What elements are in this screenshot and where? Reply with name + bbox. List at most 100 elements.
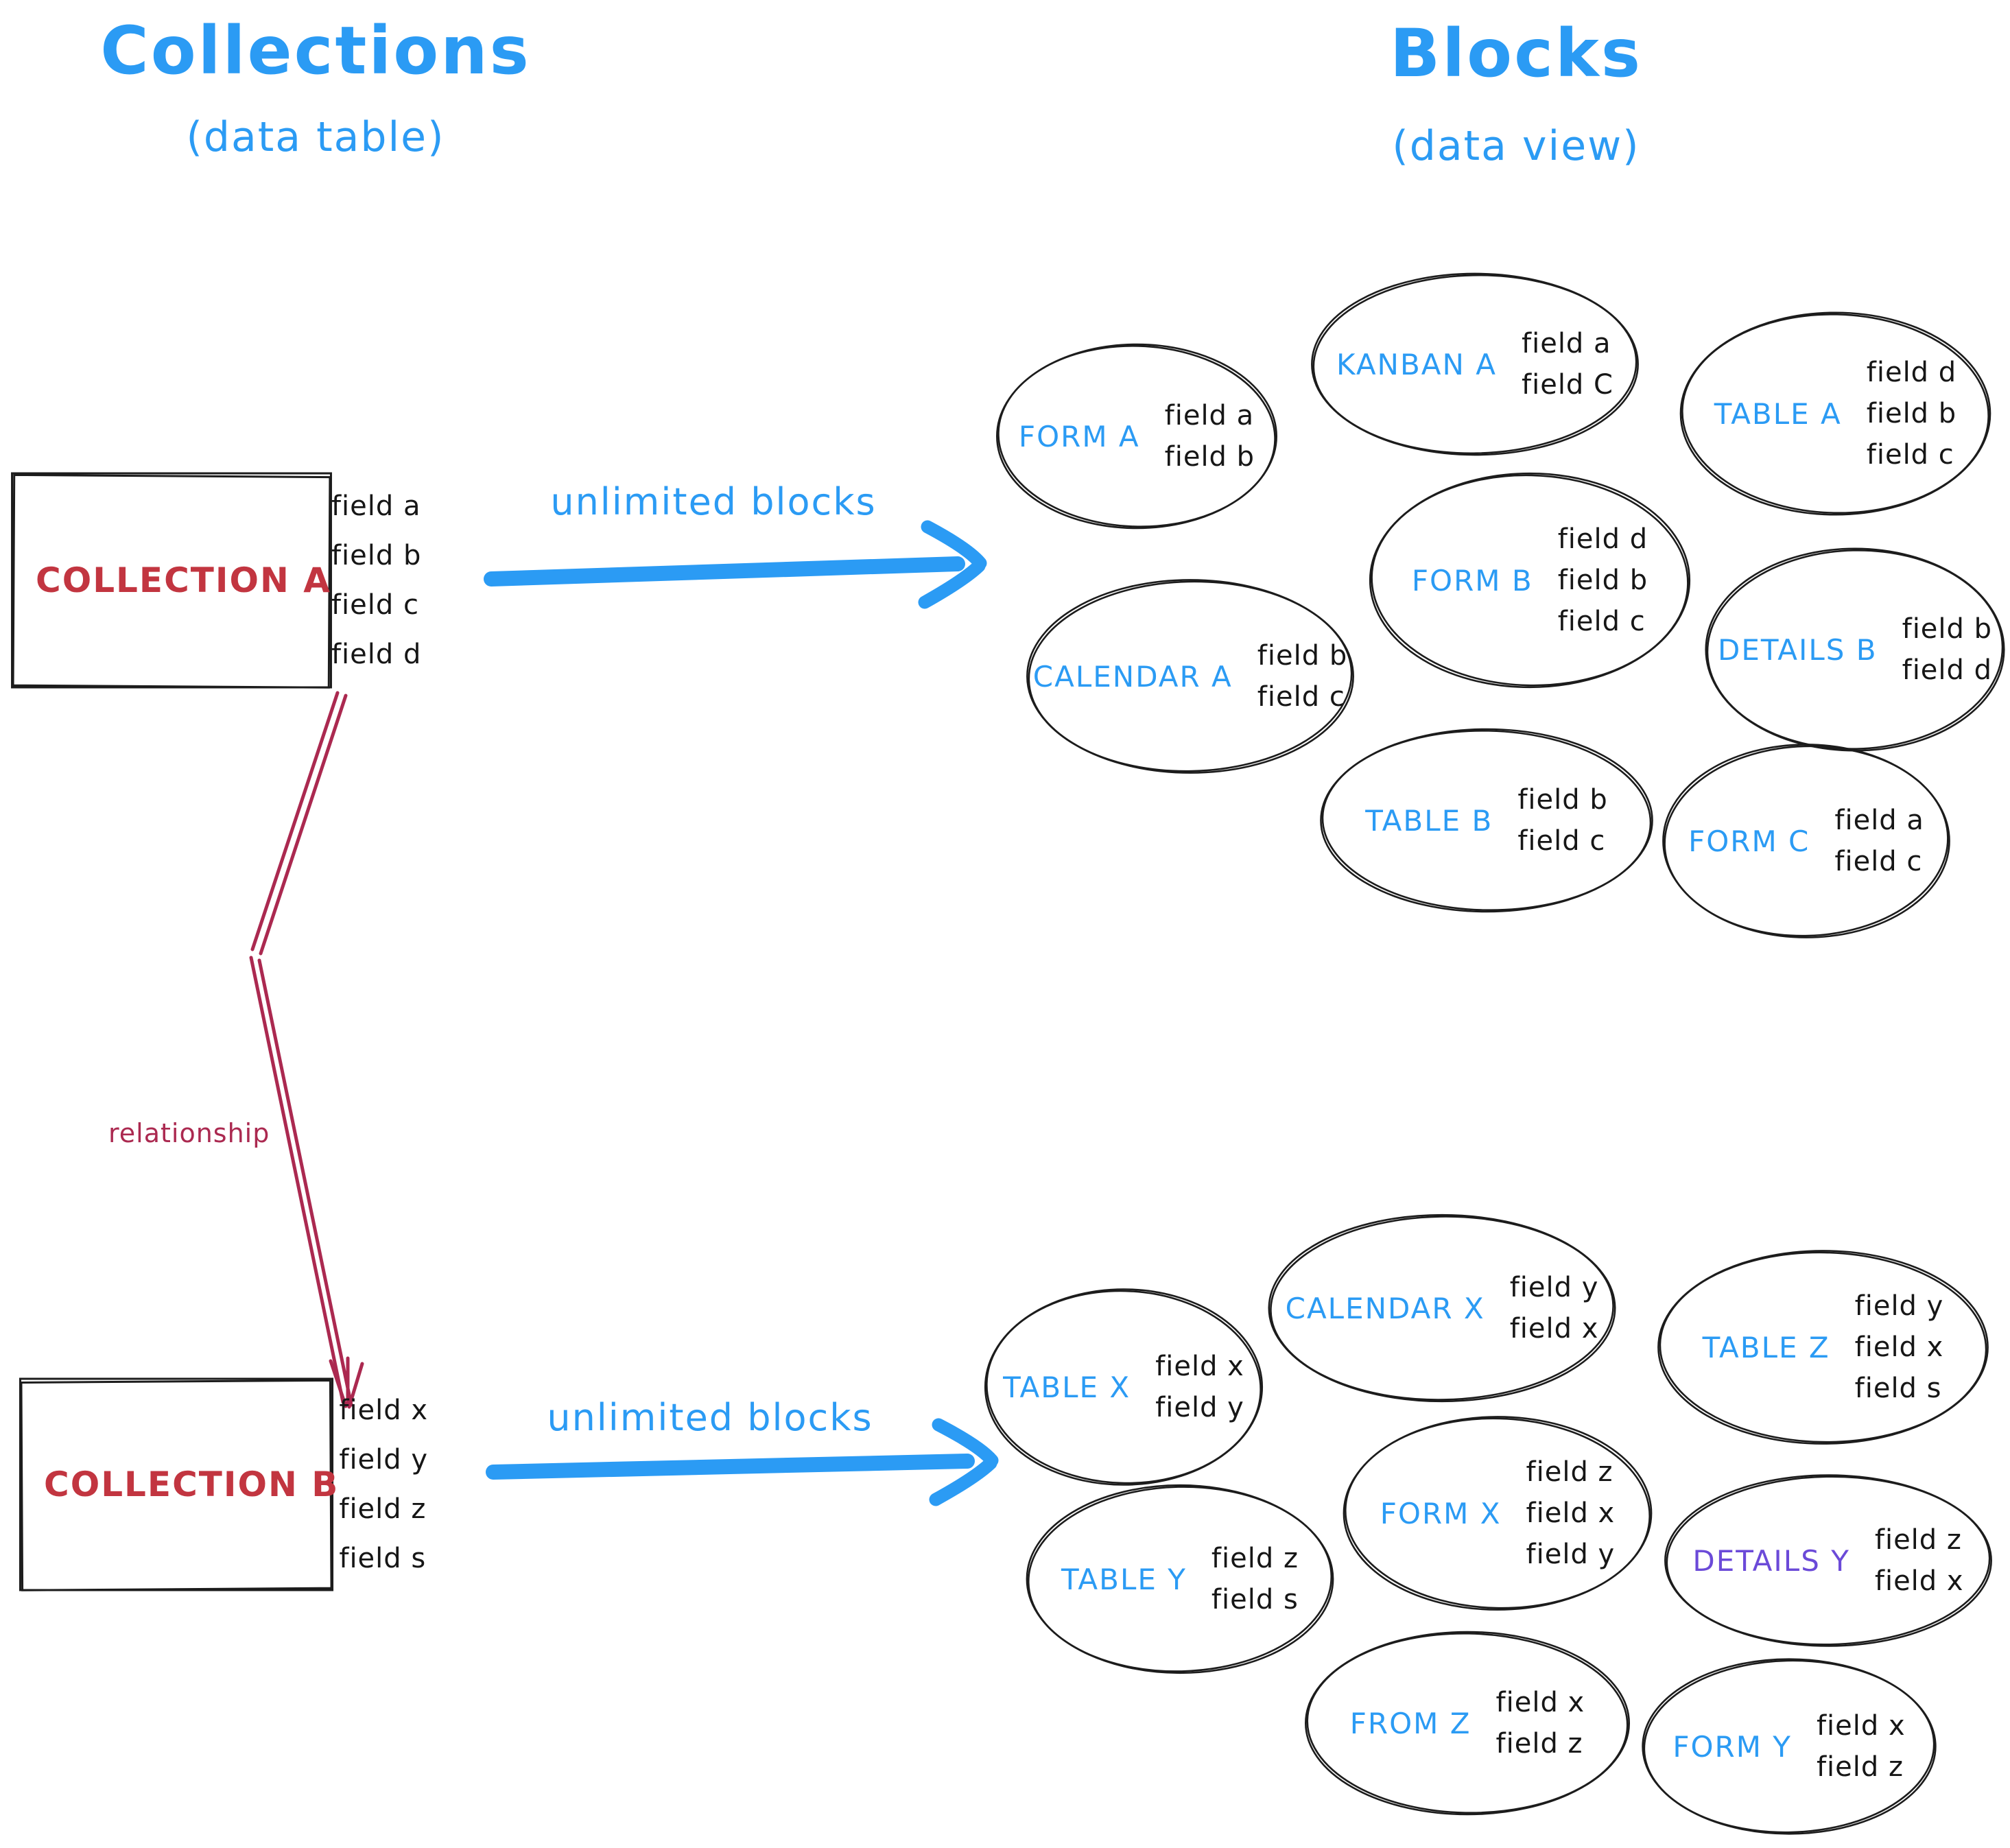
block-fields: field z field x: [1875, 1524, 1964, 1597]
block-label: TABLE Y: [1061, 1562, 1187, 1596]
collections-subtitle: (data table): [186, 113, 445, 161]
block-fields: field b field c: [1517, 784, 1607, 857]
block-field: field z: [1211, 1543, 1299, 1574]
block-field: field c: [1834, 846, 1923, 877]
ellipse-outline: [1365, 468, 1694, 693]
block-field: field x: [1874, 1565, 1964, 1597]
block-field: field d: [1557, 523, 1648, 555]
block-details-b: DETAILS B field b field d: [1701, 543, 2009, 756]
block-field: field a: [1164, 400, 1255, 431]
block-fields: field x field z: [1496, 1687, 1585, 1760]
block-label: FORM A: [1018, 419, 1140, 453]
ellipse-outline: [993, 340, 1281, 533]
block-label: TABLE Z: [1702, 1330, 1830, 1364]
block-field: field y: [1526, 1539, 1616, 1570]
relationship-arrow: [249, 691, 364, 1409]
block-label: TABLE A: [1714, 396, 1842, 431]
block-label: DETAILS Y: [1692, 1543, 1850, 1578]
ellipse-outline: [981, 1284, 1266, 1490]
ellipse-outline: [1660, 1471, 1996, 1650]
collection-field: field d: [331, 639, 422, 670]
collection-field: field c: [331, 589, 419, 621]
unlimited-blocks-label-b: unlimited blocks: [547, 1396, 873, 1439]
block-label: CALENDAR A: [1032, 659, 1233, 694]
block-field: field c: [1257, 681, 1345, 713]
block-label: CALENDAR X: [1285, 1291, 1485, 1325]
block-field: field C: [1522, 369, 1613, 401]
block-calendar-x: CALENDAR X field y field x: [1264, 1210, 1620, 1406]
collection-b-fields: field x field y field z field s: [339, 1395, 428, 1574]
block-label: FORM X: [1380, 1496, 1502, 1530]
block-field: field x: [1854, 1331, 1944, 1363]
block-table-z: TABLE Z field y field x field s: [1653, 1246, 1993, 1449]
block-form-x: FORM X field z field x field y: [1339, 1412, 1656, 1615]
block-field: field c: [1517, 825, 1606, 857]
unlimited-blocks-arrow-a: [484, 520, 987, 609]
collection-a-fields: field a field b field c field d: [331, 490, 421, 670]
blocks-title: Blocks: [1390, 15, 1642, 92]
block-field: field y: [1155, 1392, 1244, 1423]
collection-b-name: COLLECTION B: [44, 1465, 340, 1504]
block-label: FROM Z: [1349, 1706, 1471, 1740]
block-fields: field a field b: [1165, 400, 1255, 473]
ellipse-outline: [1638, 1655, 1940, 1838]
block-field: field d: [1866, 357, 1957, 388]
block-form-c: FORM C field a field c: [1659, 739, 1954, 943]
ellipse-outline: [1307, 269, 1643, 460]
collection-field: field x: [339, 1395, 429, 1426]
collection-a-outline: [10, 471, 333, 690]
ellipse-outline: [1676, 307, 1995, 520]
block-label: FORM C: [1688, 824, 1810, 858]
block-field: field b: [1517, 784, 1608, 816]
block-fields: field a field c: [1834, 805, 1924, 877]
ellipse-outline: [1264, 1210, 1620, 1406]
block-field: field x: [1495, 1687, 1585, 1718]
block-field: field s: [1854, 1373, 1942, 1404]
block-label: TABLE X: [1003, 1370, 1131, 1404]
collection-a-name: COLLECTION A: [36, 560, 331, 600]
block-field: field x: [1509, 1313, 1599, 1344]
block-table-a: TABLE A field d field b field c: [1676, 307, 1995, 520]
collection-b-outline: [18, 1376, 335, 1593]
block-label: FORM B: [1411, 563, 1533, 597]
block-calendar-a: CALENDAR A field b field c: [1022, 575, 1358, 778]
block-label: TABLE B: [1365, 803, 1493, 838]
block-form-y: FORM Y field x field z: [1638, 1655, 1940, 1838]
collection-b-box: COLLECTION B field x field y field z fie…: [18, 1376, 427, 1593]
ellipse-outline: [1022, 1480, 1338, 1678]
collection-field: field b: [331, 540, 422, 571]
block-form-b: FORM B field d field b field c: [1365, 468, 1694, 693]
block-field: field c: [1866, 439, 1954, 471]
collection-field: field z: [339, 1493, 427, 1525]
block-form-a: FORM A field a field b: [993, 340, 1281, 533]
block-from-z: FROM Z field x field z: [1301, 1627, 1634, 1819]
ellipse-outline: [1659, 739, 1954, 943]
relationship-label: relationship: [108, 1118, 270, 1148]
block-kanban-a: KANBAN A field a field C: [1307, 269, 1643, 460]
block-label: DETAILS B: [1717, 632, 1878, 667]
ellipse-outline: [1301, 1627, 1634, 1819]
ellipse-outline: [1339, 1412, 1656, 1615]
block-field: field b: [1164, 441, 1255, 473]
block-field: field z: [1495, 1728, 1583, 1760]
block-field: field c: [1557, 606, 1646, 637]
block-label: KANBAN A: [1336, 347, 1498, 381]
block-field: field z: [1816, 1751, 1904, 1783]
block-field: field b: [1257, 640, 1348, 672]
ellipse-outline: [1022, 575, 1358, 778]
block-field: field y: [1854, 1290, 1944, 1322]
block-field: field b: [1902, 613, 1993, 645]
block-field: field d: [1902, 654, 1993, 686]
block-field: field z: [1874, 1524, 1962, 1556]
collection-field: field a: [331, 490, 421, 522]
collection-field: field s: [339, 1543, 427, 1574]
block-table-b: TABLE B field b field c: [1316, 724, 1657, 916]
collection-field: field y: [339, 1444, 429, 1476]
block-fields: field x field y: [1155, 1351, 1244, 1423]
block-fields: field y field x: [1510, 1272, 1599, 1344]
ellipse-outline: [1316, 724, 1657, 916]
collection-a-box: COLLECTION A field a field b field c fie…: [10, 471, 421, 690]
block-field: field x: [1526, 1497, 1616, 1529]
block-fields: field b field d: [1902, 613, 1992, 686]
block-field: field y: [1509, 1272, 1599, 1303]
